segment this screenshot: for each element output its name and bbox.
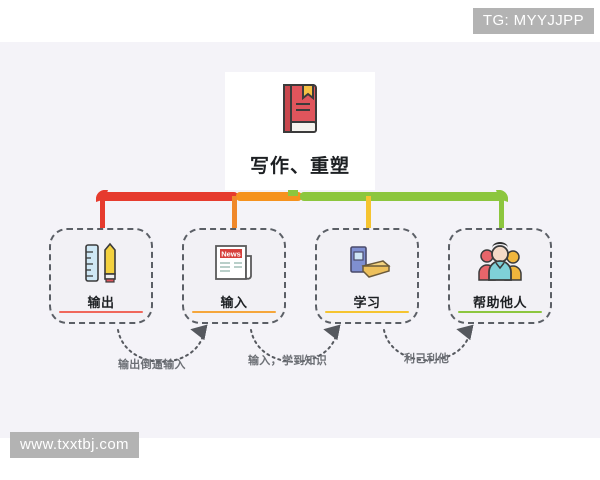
arc-label-3: 利己利他 (404, 353, 450, 365)
node-accent-rule (325, 311, 409, 313)
books-icon (343, 241, 391, 285)
node-card-help-others[interactable]: 帮助他人 (448, 228, 552, 324)
watermark-bottom-left: www.txxtbj.com (10, 431, 139, 458)
node-label: 输入 (220, 295, 248, 310)
connector-drop-3 (366, 196, 371, 236)
connector-bar-green (300, 192, 504, 201)
root-title: 写作、重塑 (249, 156, 350, 177)
connector-drop-2 (232, 196, 237, 236)
node-label: 学习 (353, 295, 381, 310)
book-icon (277, 82, 323, 141)
connector-drop-4 (499, 196, 504, 236)
newspaper-icon: News (211, 241, 257, 285)
arc-label-1: 输出倒逼输入 (118, 359, 186, 371)
svg-text:News: News (221, 250, 241, 259)
node-accent-rule (458, 311, 542, 313)
arc-label-2: 输入，学到知识 (248, 355, 328, 367)
people-icon (474, 241, 526, 285)
node-card-study[interactable]: 学习 (315, 228, 419, 324)
node-accent-rule (59, 311, 143, 313)
root-node[interactable]: 写作、重塑 (225, 72, 375, 190)
node-label: 输出 (87, 295, 115, 310)
node-label: 帮助他人 (472, 295, 527, 310)
node-accent-rule (192, 311, 276, 313)
connector-bar-orange (236, 192, 302, 201)
watermark-top-right: TG: MYYJJPP (472, 8, 594, 35)
connector-bar-red (98, 192, 238, 201)
node-card-input[interactable]: News 输入 (182, 228, 286, 324)
connector-drop-1 (100, 196, 105, 236)
ruler-pencil-icon (79, 241, 123, 285)
node-card-output[interactable]: 输出 (49, 228, 153, 324)
